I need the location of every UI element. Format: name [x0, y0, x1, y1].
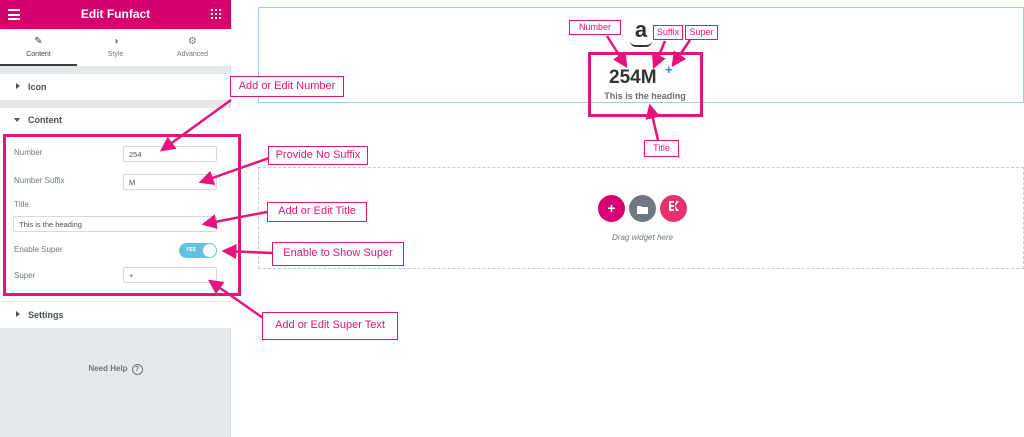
- hamburger-menu-icon[interactable]: [8, 9, 20, 20]
- toggle-yes-text: YES: [186, 247, 197, 253]
- half-circle-icon: ◑: [112, 36, 119, 47]
- section-settings-label: Settings: [28, 310, 64, 320]
- callout-suffix: Suffix: [653, 25, 683, 40]
- callout-enable-to-show-super: Enable to Show Super: [272, 242, 404, 266]
- caret-right-icon: [16, 83, 20, 89]
- amazon-logo-icon: a: [627, 18, 655, 48]
- arrow-enable-super: [221, 244, 273, 260]
- callout-title: Title: [644, 140, 679, 157]
- enable-super-label: Enable Super: [14, 245, 63, 254]
- number-suffix-label: Number Suffix: [14, 176, 65, 185]
- editor-panel: Edit Funfact ✎ Content ◑ Style ⚙ Advance…: [0, 0, 231, 437]
- panel-tabs: ✎ Content ◑ Style ⚙ Advanced: [0, 29, 231, 66]
- callout-number: Number: [569, 20, 621, 35]
- plus-icon: +: [607, 200, 616, 216]
- arrow-canvas-number: [605, 35, 628, 69]
- callout-add-or-edit-super-text: Add or Edit Super Text: [262, 312, 398, 340]
- number-label: Number: [14, 148, 43, 157]
- caret-down-icon: [14, 118, 20, 122]
- drag-widget-hint: Drag widget here: [612, 233, 673, 242]
- need-help-link[interactable]: Need Help?: [0, 364, 231, 375]
- gear-icon: ⚙: [188, 36, 197, 47]
- arrow-super-text: [207, 279, 267, 322]
- tab-style-label: Style: [107, 51, 124, 58]
- tab-content-label: Content: [26, 51, 51, 58]
- tab-advanced[interactable]: ⚙ Advanced: [154, 29, 231, 66]
- tab-advanced-label: Advanced: [176, 51, 209, 58]
- folder-icon: [637, 206, 648, 214]
- callout-add-or-edit-number: Add or Edit Number: [230, 76, 344, 97]
- funfact-number: 254M: [609, 67, 657, 88]
- arrow-suffix: [198, 155, 273, 185]
- panel-header: Edit Funfact: [0, 0, 231, 29]
- callout-super: Super: [685, 25, 718, 40]
- section-icon[interactable]: Icon: [0, 74, 231, 100]
- arrow-canvas-suffix: [651, 40, 667, 70]
- section-content-label: Content: [28, 115, 62, 125]
- tab-content[interactable]: ✎ Content: [0, 29, 77, 66]
- number-suffix-input[interactable]: M: [123, 174, 217, 190]
- tab-style[interactable]: ◑ Style: [77, 29, 154, 66]
- arrow-canvas-title: [645, 103, 661, 141]
- add-section-button[interactable]: +: [598, 195, 625, 222]
- panel-title: Edit Funfact: [80, 7, 151, 21]
- elementskit-icon: [668, 201, 679, 211]
- section-content-header[interactable]: Content: [0, 108, 231, 125]
- callout-provide-no-suffix: Provide No Suffix: [268, 146, 368, 165]
- arrow-canvas-super: [671, 39, 692, 68]
- enable-super-toggle[interactable]: YES: [179, 243, 217, 258]
- section-settings[interactable]: Settings: [0, 302, 231, 328]
- add-template-button[interactable]: [629, 195, 656, 222]
- funfact-title: This is the heading: [604, 91, 686, 101]
- title-label: Title: [14, 200, 29, 209]
- question-icon: ?: [131, 364, 143, 375]
- section-icon-label: Icon: [28, 82, 47, 92]
- arrow-number: [159, 98, 232, 152]
- super-input[interactable]: +: [123, 267, 217, 283]
- funfact-super: +: [665, 62, 673, 77]
- elementskit-button[interactable]: [660, 195, 687, 222]
- widgets-grid-icon[interactable]: [211, 9, 221, 19]
- caret-right-icon: [16, 311, 20, 317]
- pencil-icon: ✎: [34, 36, 43, 47]
- toggle-knob: [203, 244, 216, 257]
- need-help-label: Need Help: [88, 364, 128, 373]
- callout-add-or-edit-title: Add or Edit Title: [267, 202, 367, 222]
- arrow-title: [201, 210, 268, 230]
- content-highlight-box: [3, 134, 241, 296]
- super-label: Super: [14, 271, 36, 280]
- funfact-highlight-box: [588, 52, 703, 117]
